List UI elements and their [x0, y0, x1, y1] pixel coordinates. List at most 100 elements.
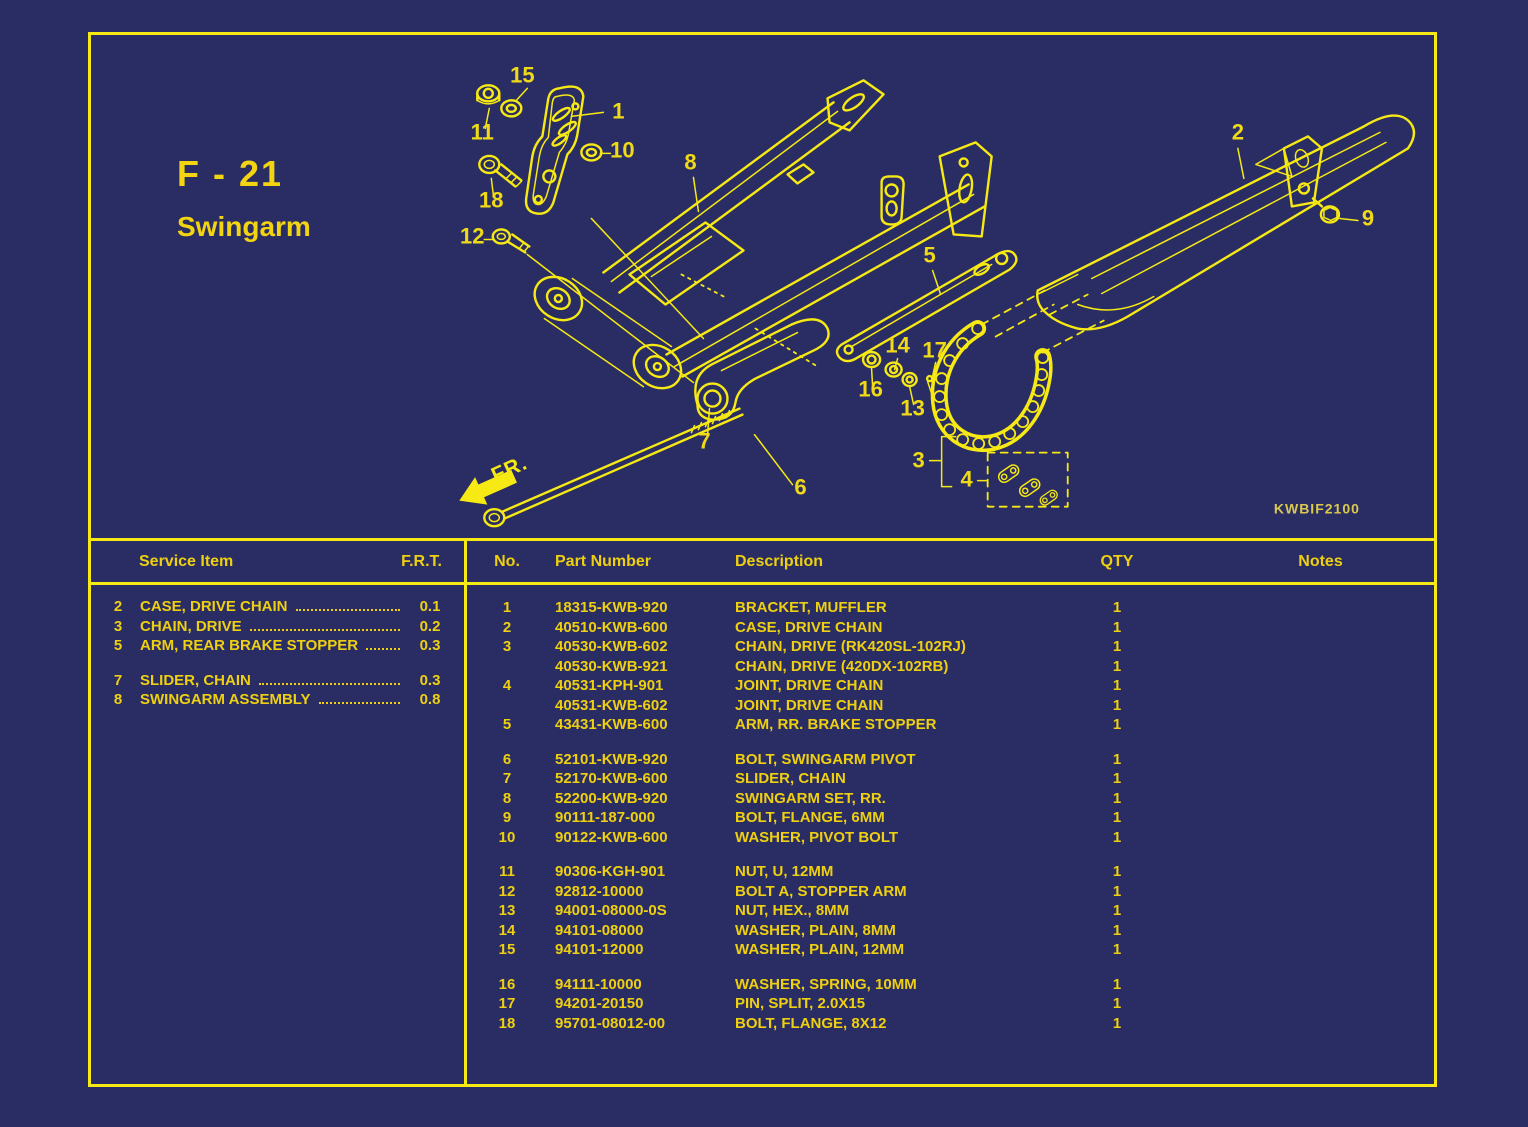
service-item-name: SLIDER, CHAIN [140, 671, 251, 689]
part-qty: 1 [1112, 750, 1122, 768]
part-qty: 1 [1112, 599, 1122, 616]
callout-label-14: 14 [885, 333, 910, 358]
swingarm-assembly-drawing [533, 79, 993, 390]
page-frame: F - 21 Swingarm [88, 32, 1437, 1087]
service-item-name: SWINGARM ASSEMBLY [140, 691, 311, 708]
part-description: NUT, U, 12MM [735, 863, 834, 880]
dotted-leader [258, 682, 400, 685]
part-description: JOINT, DRIVE CHAIN [735, 696, 884, 714]
part-notes [1207, 715, 1434, 735]
part-qty: 1 [1112, 1014, 1122, 1032]
part-number: 90306-KGH-901 [555, 863, 666, 880]
part-number: 90111-187-000 [555, 809, 656, 826]
nut-16-drawing [861, 350, 882, 369]
bolt-12-drawing [491, 228, 531, 254]
frt-value: 0.1 [419, 598, 441, 615]
part-number: 94001-08000-0S [555, 902, 667, 919]
callout-label-7: 7 [698, 429, 710, 454]
part-notes [1207, 789, 1434, 809]
part-qty: 1 [1112, 995, 1122, 1012]
part-number: 90122-KWB-600 [555, 828, 668, 846]
part-qty: 1 [1112, 696, 1122, 714]
construction-lines [526, 217, 705, 384]
part-ref-no: 16 [498, 975, 516, 993]
part-notes [1207, 940, 1434, 960]
callout-label-15: 15 [510, 62, 534, 87]
part-qty: 1 [1112, 863, 1122, 880]
part-number: 52170-KWB-600 [555, 770, 668, 787]
part-notes [1207, 975, 1434, 995]
part-ref-no: 8 [502, 789, 512, 807]
part-ref-no: 12 [498, 882, 516, 900]
washer-10-drawing [580, 143, 603, 162]
part-ref-no [467, 657, 547, 677]
part-qty: 1 [1112, 789, 1122, 807]
part-description: JOINT, DRIVE CHAIN [735, 677, 884, 694]
part-description: CASE, DRIVE CHAIN [735, 618, 883, 636]
part-description: CHAIN, DRIVE (RK420SL-102RJ) [735, 638, 966, 655]
part-ref-no: 3 [502, 638, 512, 655]
callout-label-4: 4 [961, 467, 974, 492]
part-description: ARM, RR. BRAKE STOPPER [735, 716, 937, 733]
part-ref-no: 7 [502, 770, 512, 787]
part-notes [1207, 862, 1434, 882]
part-ref-no: 9 [502, 809, 512, 826]
part-qty: 1 [1112, 882, 1122, 900]
chain-case-drawing [1036, 114, 1416, 331]
part-description: WASHER, PIVOT BOLT [735, 828, 899, 846]
part-qty: 1 [1112, 657, 1122, 675]
callout-label-13: 13 [900, 396, 924, 421]
part-notes [1207, 882, 1434, 902]
part-number: 18315-KWB-920 [555, 599, 668, 616]
part-description: BRACKET, MUFFLER [735, 599, 887, 616]
callout-label-1: 1 [612, 98, 624, 123]
part-ref-no [467, 696, 547, 716]
part-ref-no: 5 [502, 716, 512, 733]
part-qty: 1 [1112, 975, 1122, 993]
bolt-18-drawing [478, 154, 523, 188]
part-description: BOLT, FLANGE, 6MM [735, 809, 885, 826]
exploded-parts-diagram: FR. KWBIF2100 12345678910111213141516171… [459, 62, 1416, 528]
service-table-header: Service Item F.R.T. [91, 541, 464, 585]
figure-code: F - 21 [177, 153, 284, 194]
part-qty: 1 [1112, 677, 1122, 694]
nut-13-drawing [901, 371, 918, 388]
part-number: 94201-20150 [555, 995, 644, 1012]
parts-table-header: No. Part Number Description QTY Notes [467, 541, 1434, 585]
part-number: 95701-08012-00 [555, 1014, 666, 1032]
service-item-header: Service Item [139, 552, 234, 570]
part-notes [1207, 618, 1434, 638]
part-qty: 1 [1112, 828, 1122, 846]
part-ref-no: 4 [502, 677, 512, 694]
part-description: SWINGARM SET, RR. [735, 789, 886, 807]
part-ref-no: 13 [498, 902, 516, 919]
part-description: WASHER, SPRING, 10MM [735, 975, 917, 993]
part-notes [1207, 994, 1434, 1014]
service-ref-no: 3 [113, 617, 123, 635]
drive-chain-drawing [930, 289, 1105, 453]
part-qty: 1 [1112, 716, 1122, 733]
frt-header: F.R.T. [401, 552, 442, 570]
